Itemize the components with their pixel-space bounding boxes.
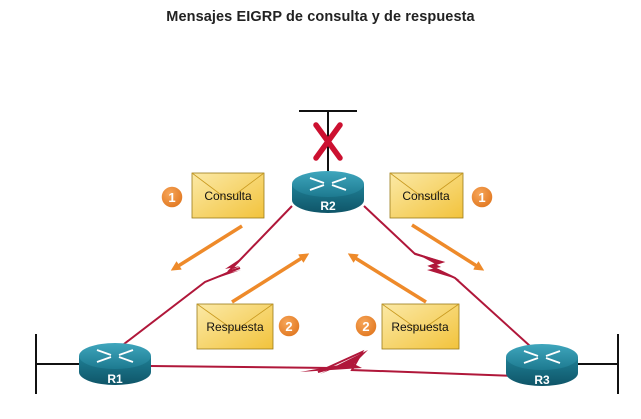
link-r1-r3: [149, 349, 517, 377]
query-message-right: Consulta 1: [389, 172, 494, 219]
step-badge-number: 2: [285, 319, 292, 334]
router-r1[interactable]: R1: [79, 343, 151, 386]
query-arrow-right: [411, 223, 485, 271]
reply-message-right: Respuesta 2: [354, 303, 460, 350]
envelope-icon: [381, 303, 460, 350]
link-r1-r3-bolt: [300, 350, 368, 374]
query-label: Consulta: [204, 189, 252, 203]
router-r3-label: R3: [534, 373, 550, 387]
router-r2[interactable]: R2: [292, 171, 364, 213]
envelope-icon: [191, 172, 265, 219]
step-badge: 2: [354, 314, 378, 338]
router-r1-label: R1: [107, 372, 123, 386]
step-badge-number: 2: [362, 319, 369, 334]
router-r3[interactable]: R3: [506, 344, 578, 387]
router-icon: [506, 344, 578, 386]
link-r2-r3-bolt: [413, 252, 460, 280]
reply-arrow-right: [347, 253, 427, 304]
step-badge: 2: [277, 314, 301, 338]
reply-message-left: Respuesta 2: [196, 303, 301, 350]
query-message-left: Consulta 1: [160, 172, 265, 219]
step-badge-number: 1: [168, 190, 175, 205]
x-mark-icon: [313, 122, 343, 161]
router-icon: [292, 171, 364, 213]
link-r1-r2: [123, 205, 293, 345]
query-label: Consulta: [402, 189, 450, 203]
router-icon: [79, 343, 151, 385]
link-r2-r3: [363, 205, 531, 347]
diagram-title: Mensajes EIGRP de consulta y de respuest…: [166, 9, 475, 25]
step-badge: 1: [470, 185, 494, 209]
step-badge-number: 1: [478, 190, 485, 205]
reply-label: Respuesta: [206, 320, 264, 334]
query-arrow-left: [170, 224, 243, 271]
envelope-icon: [196, 303, 274, 350]
reply-label: Respuesta: [391, 320, 449, 334]
step-badge: 1: [160, 185, 184, 209]
router-r2-label: R2: [320, 199, 336, 213]
reply-arrow-left: [231, 253, 310, 304]
lan-segment-r1: [35, 334, 84, 394]
envelope-icon: [389, 172, 464, 219]
